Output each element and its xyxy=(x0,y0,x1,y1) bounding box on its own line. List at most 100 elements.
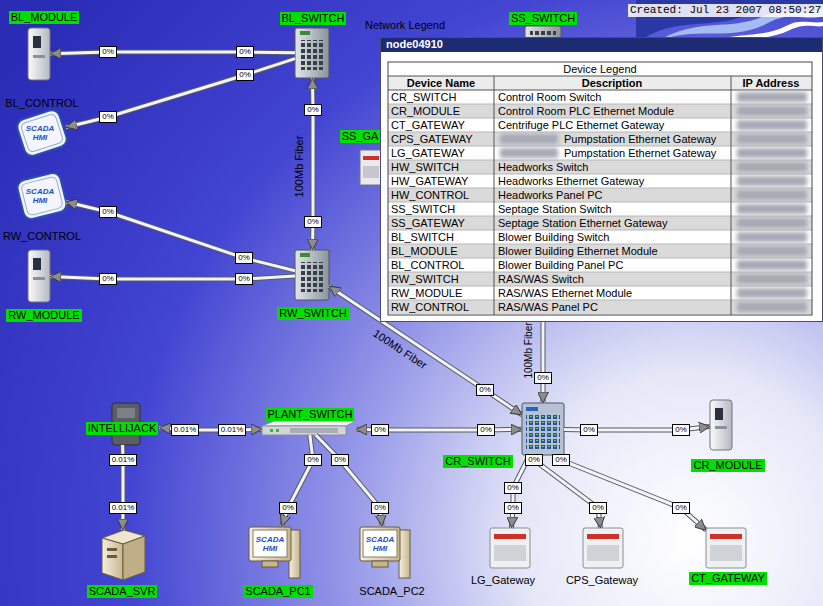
module-icon xyxy=(715,408,723,420)
switch-icon xyxy=(300,40,324,70)
device-label: RW_SWITCH xyxy=(277,307,349,320)
gateway-icon xyxy=(706,528,746,568)
table-cell: Blower Building Ethernet Module xyxy=(498,245,658,258)
plant-switch-icon xyxy=(270,429,273,432)
link-casing xyxy=(534,455,601,528)
gateway-icon xyxy=(494,545,526,561)
table-rule xyxy=(494,76,495,315)
device-label: CR_SWITCH xyxy=(443,455,512,468)
table-cell: Pumpstation Ethernet Gateway xyxy=(564,133,716,146)
utilization-label: 0% xyxy=(504,502,522,514)
column-header: Description xyxy=(582,77,643,90)
switch-icon xyxy=(295,250,329,300)
switch-icon xyxy=(526,407,538,411)
table-cell: Control Room PLC Ethernet Module xyxy=(498,105,674,118)
gateway-icon xyxy=(587,545,619,561)
device-label: SCADA_PC2 xyxy=(358,585,425,598)
utilization-label: 0% xyxy=(99,46,117,58)
plant-switch-icon xyxy=(262,421,356,435)
device-label: SS_SWITCH xyxy=(509,12,577,25)
table-cell: Control Room Switch xyxy=(498,91,601,104)
utilization-label: 0.01% xyxy=(218,424,247,436)
network-link xyxy=(50,52,295,54)
server-icon xyxy=(102,538,123,580)
table-rule xyxy=(388,118,812,119)
server-node: SCADA_SVR xyxy=(100,530,145,580)
switch-node: CR_SWITCH xyxy=(522,403,564,455)
table-cell: CPS_GATEWAY xyxy=(391,133,473,146)
row-shade xyxy=(388,300,812,314)
row-shade xyxy=(388,160,812,174)
table-cell: RAS/WAS Switch xyxy=(498,273,584,286)
pc-icon xyxy=(399,530,410,578)
link-core xyxy=(66,59,295,128)
device-label: RW_CONTROL xyxy=(2,230,82,243)
switch-icon xyxy=(295,28,329,78)
table-cell: SS_GATEWAY xyxy=(391,217,465,230)
switch-icon xyxy=(522,403,564,455)
utilization-label: 0% xyxy=(534,372,552,384)
switch-node: PLANT_SWITCH xyxy=(262,421,356,435)
table-rule xyxy=(388,174,812,175)
redacted-ip xyxy=(737,190,807,200)
gateway-icon xyxy=(490,528,530,568)
hmi-panel-icon xyxy=(16,171,68,220)
table-rule xyxy=(388,188,812,189)
utilization-label: 0% xyxy=(236,69,254,81)
switch-icon xyxy=(530,30,556,36)
module-node: CR_MODULE xyxy=(710,400,732,450)
device-label: CPS_Gateway xyxy=(565,574,639,587)
link-casing xyxy=(50,52,295,54)
device-label: BL_SWITCH xyxy=(280,12,347,25)
table-rule xyxy=(388,258,812,259)
server-icon xyxy=(107,555,117,558)
network-link xyxy=(50,276,295,279)
redacted-ip xyxy=(737,288,807,298)
module-icon xyxy=(710,400,732,450)
device-label: RW_MODULE xyxy=(6,309,81,322)
switch-icon xyxy=(295,250,329,300)
redacted-ip xyxy=(737,260,807,270)
device-label: INTELLIJACK xyxy=(86,422,158,435)
hmi-panel-icon xyxy=(20,113,64,153)
table-cell: SS_SWITCH xyxy=(391,203,455,216)
table-cell: RAS/WAS Panel PC xyxy=(498,301,598,314)
module-node: RW_MODULE xyxy=(28,250,50,302)
table-cell: Septage Station Ethernet Gateway xyxy=(498,217,667,230)
gateway-icon xyxy=(587,534,619,539)
table-rule xyxy=(388,216,812,217)
utilization-label: 0% xyxy=(504,482,522,494)
table-rule xyxy=(388,272,812,273)
table-rule xyxy=(388,132,812,133)
table-cell: RAS/WAS Ethernet Module xyxy=(498,287,632,300)
pc-icon xyxy=(249,527,291,561)
link-arrowheads xyxy=(558,455,706,530)
utilization-label: 0% xyxy=(99,206,117,218)
switch-icon xyxy=(300,31,310,35)
intellijack-icon xyxy=(117,408,135,418)
link-core xyxy=(534,455,601,528)
gateway-icon xyxy=(363,156,379,160)
module-icon xyxy=(33,258,41,270)
table-cell: BL_CONTROL xyxy=(391,259,464,272)
utilization-label: 0% xyxy=(371,424,389,436)
module-icon xyxy=(715,426,727,429)
table-rule xyxy=(388,286,812,287)
gateway-icon xyxy=(494,534,526,539)
redacted-ip xyxy=(737,148,807,158)
screen-text: SCADA HMI xyxy=(365,535,395,553)
link-core xyxy=(50,276,295,279)
plant-switch-icon xyxy=(262,421,356,426)
link-core xyxy=(66,202,295,271)
pc-icon xyxy=(372,561,388,567)
gateway-node: LG_Gateway xyxy=(490,528,530,568)
module-icon xyxy=(28,28,50,80)
row-shade xyxy=(388,104,812,118)
utilization-label: 0.01% xyxy=(109,454,138,466)
utilization-label: 0% xyxy=(672,502,690,514)
gateway-icon xyxy=(710,534,742,539)
table-cell: Headworks Switch xyxy=(498,161,588,174)
row-shade xyxy=(388,244,812,258)
plant-switch-icon xyxy=(262,426,346,435)
